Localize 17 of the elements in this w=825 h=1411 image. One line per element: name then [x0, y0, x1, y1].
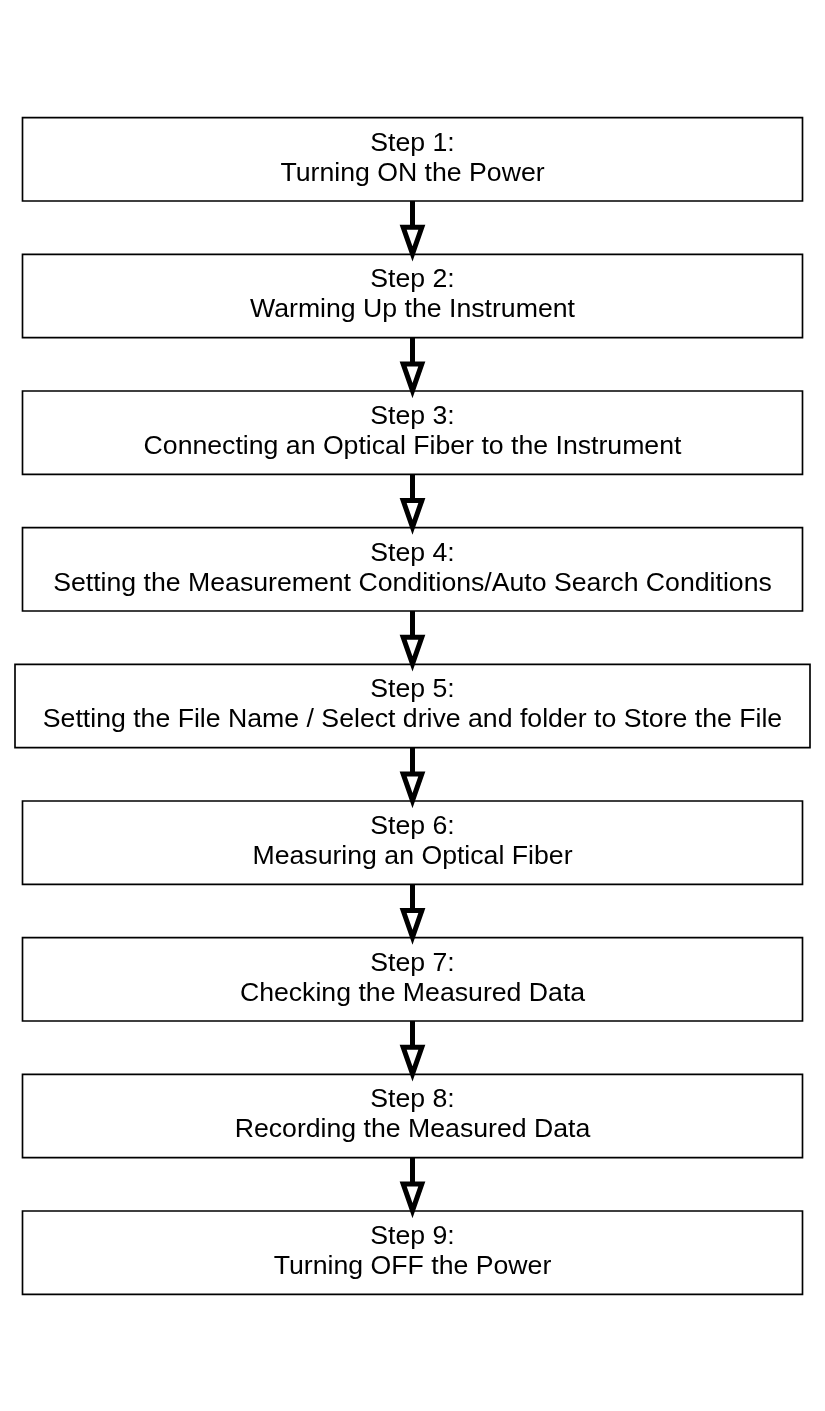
arrow: [399, 473, 426, 535]
arrow: [399, 610, 426, 671]
arrow: [399, 1157, 426, 1218]
node-box: Step 5: Setting the File Name / Select drive and folder to Store the File: [14, 663, 811, 748]
node-box: Step 3: Connecting an Optical Fiber to the Instrument: [21, 389, 804, 475]
node-box: Step 8: Recording the Measured Data: [21, 1073, 804, 1158]
node-box: Step 1: Turning ON the Power: [21, 116, 804, 202]
node-box: Step 6: Measuring an Optical Fiber: [21, 799, 804, 885]
node-box: Step 9: Turning OFF the Power: [21, 1209, 804, 1295]
node-box: Step 2: Warming Up the Instrument: [21, 253, 804, 338]
node-box: Step 7: Checking the Measured Data: [21, 936, 804, 1022]
arrow: [399, 883, 426, 945]
arrow: [399, 200, 426, 261]
arrow: [399, 337, 426, 398]
node-box: Step 4: Setting the Measurement Conditions/Auto Search Conditions: [21, 526, 804, 612]
arrow: [399, 747, 426, 808]
arrow: [399, 1020, 426, 1081]
